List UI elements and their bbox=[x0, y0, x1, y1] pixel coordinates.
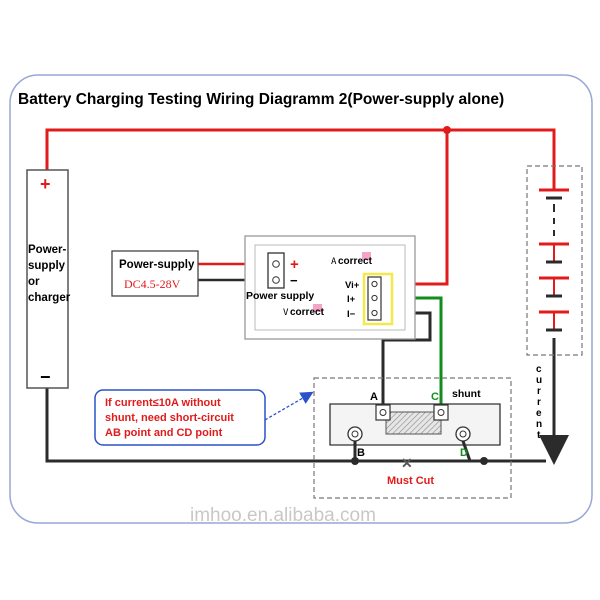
terminal-screw bbox=[371, 280, 378, 288]
junction-dot bbox=[443, 126, 451, 134]
terminal-vi-plus: Vi+ bbox=[345, 280, 360, 291]
power-supply-voltage: DC4.5-28V bbox=[124, 277, 181, 291]
charger-label-line-4: charger bbox=[28, 292, 71, 304]
terminal-screw bbox=[272, 276, 280, 284]
terminal-screw bbox=[459, 430, 467, 438]
charger-label-line-1: Power- bbox=[28, 244, 67, 256]
charger-plus-sign: + bbox=[40, 174, 51, 194]
terminal-screw bbox=[272, 260, 280, 268]
charger-box bbox=[26, 169, 69, 389]
battery-cells bbox=[539, 188, 569, 332]
power-supply-box bbox=[111, 250, 199, 297]
shunt-label: shunt bbox=[452, 388, 481, 400]
charger-label-line-3: or bbox=[28, 276, 40, 288]
note-box bbox=[94, 389, 266, 446]
watermark: imhoo.en.alibaba.com bbox=[190, 505, 376, 526]
terminal-screw bbox=[371, 294, 378, 302]
outer-frame bbox=[9, 74, 593, 524]
note-line-1: If current≤10A without bbox=[105, 397, 221, 409]
charger-label-line-2: supply bbox=[28, 260, 66, 272]
point-a: A bbox=[370, 391, 378, 403]
note-text: If current≤10A without shunt, need short… bbox=[105, 397, 237, 439]
a-mark: A bbox=[331, 257, 337, 267]
wire-d bbox=[461, 440, 472, 462]
point-b: B bbox=[357, 447, 365, 459]
shunt-hatch bbox=[385, 411, 442, 435]
v-correct-label: correct bbox=[290, 307, 325, 318]
meter-supply-plus: + bbox=[290, 256, 299, 273]
red-wire-top bbox=[45, 128, 556, 190]
point-c: C bbox=[431, 391, 439, 403]
terminal-screw bbox=[437, 409, 445, 416]
meter-supply-terminal bbox=[267, 252, 285, 289]
charger-label: Power- supply or charger bbox=[28, 244, 71, 304]
terminal-i-minus: I− bbox=[347, 309, 356, 320]
meter-supply-label: Power supply bbox=[246, 290, 314, 302]
note-arrow bbox=[264, 391, 314, 421]
power-supply-label: Power-supply bbox=[119, 259, 195, 271]
v-mark: V bbox=[283, 308, 289, 318]
meter-supply-minus: − bbox=[290, 273, 298, 288]
black-wire-bottom bbox=[45, 388, 355, 463]
meter-inner bbox=[254, 244, 406, 331]
junction-dot-d bbox=[480, 457, 488, 465]
cut-mark: ✕ bbox=[401, 455, 413, 471]
battery-dashed-box bbox=[526, 165, 583, 356]
terminal-screw bbox=[371, 309, 378, 317]
a-correct-label: correct bbox=[338, 256, 373, 267]
v-highlight bbox=[313, 304, 322, 312]
terminal-screw bbox=[379, 409, 387, 416]
shunt-dashed-box bbox=[313, 377, 512, 499]
terminal-i-plus: I+ bbox=[347, 294, 356, 305]
note-line-3: AB point and CD point bbox=[105, 427, 223, 439]
diagram-title: Battery Charging Testing Wiring Diagramm… bbox=[18, 91, 504, 108]
charger-minus-sign: − bbox=[40, 367, 51, 387]
junction-dot-b bbox=[351, 457, 359, 465]
meter-signal-terminal-highlight bbox=[362, 272, 394, 326]
current-label: c u r r e n t bbox=[536, 364, 545, 441]
must-cut-label: Must Cut bbox=[387, 475, 434, 487]
terminal-screw bbox=[351, 430, 359, 438]
point-d: D bbox=[460, 447, 468, 459]
a-highlight bbox=[362, 252, 371, 260]
note-line-2: shunt, need short-circuit bbox=[105, 412, 234, 424]
